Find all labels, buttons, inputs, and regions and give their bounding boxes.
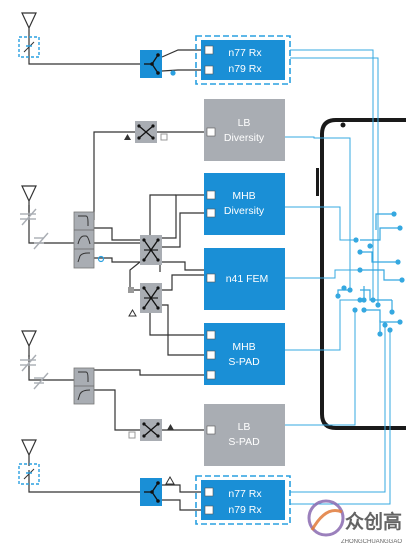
block-label: n79 Rx xyxy=(228,504,262,516)
watermark-logo: 众创高 ZHONGCHUANGGAO xyxy=(307,499,402,545)
square-marker-icon xyxy=(160,133,168,141)
block-label: LB xyxy=(238,117,251,129)
indicator-circle xyxy=(170,70,176,76)
block-label: Diversity xyxy=(224,132,265,144)
block-label: S-PAD xyxy=(228,436,260,448)
tuner-icon xyxy=(18,36,40,58)
phone-outline xyxy=(316,118,406,430)
triangle-marker-icon xyxy=(128,309,137,317)
watermark-text: 众创高 xyxy=(345,510,402,533)
block-n77-n79-rx-top: n77 Rx n79 Rx xyxy=(195,35,291,85)
block-n77-n79-rx-bottom: n77 Rx n79 Rx xyxy=(195,475,291,525)
triangle-marker-icon xyxy=(124,134,131,140)
tunable-capacitor-icon xyxy=(20,354,49,390)
block-label: MHB xyxy=(232,341,255,353)
antenna-icon xyxy=(21,185,37,212)
antenna-icon xyxy=(21,12,37,40)
tunable-capacitor-icon xyxy=(20,208,49,250)
block-label: n77 Rx xyxy=(228,488,262,500)
block-label: Diversity xyxy=(224,205,265,217)
block-label: S-PAD xyxy=(228,356,260,368)
triplexer-icon xyxy=(73,211,95,269)
pcb-pads xyxy=(335,211,405,337)
block-mhb-spad: MHB S-PAD xyxy=(204,323,285,385)
signal-lines xyxy=(28,40,210,511)
diplexer-icon xyxy=(73,367,95,405)
switch-icon xyxy=(140,419,162,441)
switch-icon xyxy=(140,478,162,506)
antenna-icon xyxy=(21,439,37,466)
square-marker-icon xyxy=(128,287,134,293)
indicator-circle xyxy=(97,255,105,263)
block-label: LB xyxy=(238,421,251,433)
pcb-circuit xyxy=(337,213,402,334)
switch-icon xyxy=(140,283,162,313)
square-marker-icon xyxy=(128,431,136,439)
watermark-subtext: ZHONGCHUANGGAO xyxy=(341,539,402,545)
block-mhb-diversity: MHB Diversity xyxy=(204,173,285,235)
triangle-marker-icon xyxy=(165,475,175,485)
triangle-marker-icon xyxy=(167,424,174,430)
block-n41-fem: n41 FEM xyxy=(204,248,285,310)
block-label: n79 Rx xyxy=(228,63,262,75)
board-traces xyxy=(285,49,391,505)
switch-icon xyxy=(140,50,162,78)
switch-icon xyxy=(135,121,157,143)
switch-icon xyxy=(140,235,162,265)
block-label: n77 Rx xyxy=(228,47,262,59)
tuner-icon xyxy=(18,463,40,485)
block-lb-spad: LB S-PAD xyxy=(204,404,285,466)
block-label: n41 FEM xyxy=(226,273,269,285)
block-lb-diversity: LB Diversity xyxy=(204,99,285,161)
antenna-icon xyxy=(21,330,37,357)
block-label: MHB xyxy=(232,190,255,202)
